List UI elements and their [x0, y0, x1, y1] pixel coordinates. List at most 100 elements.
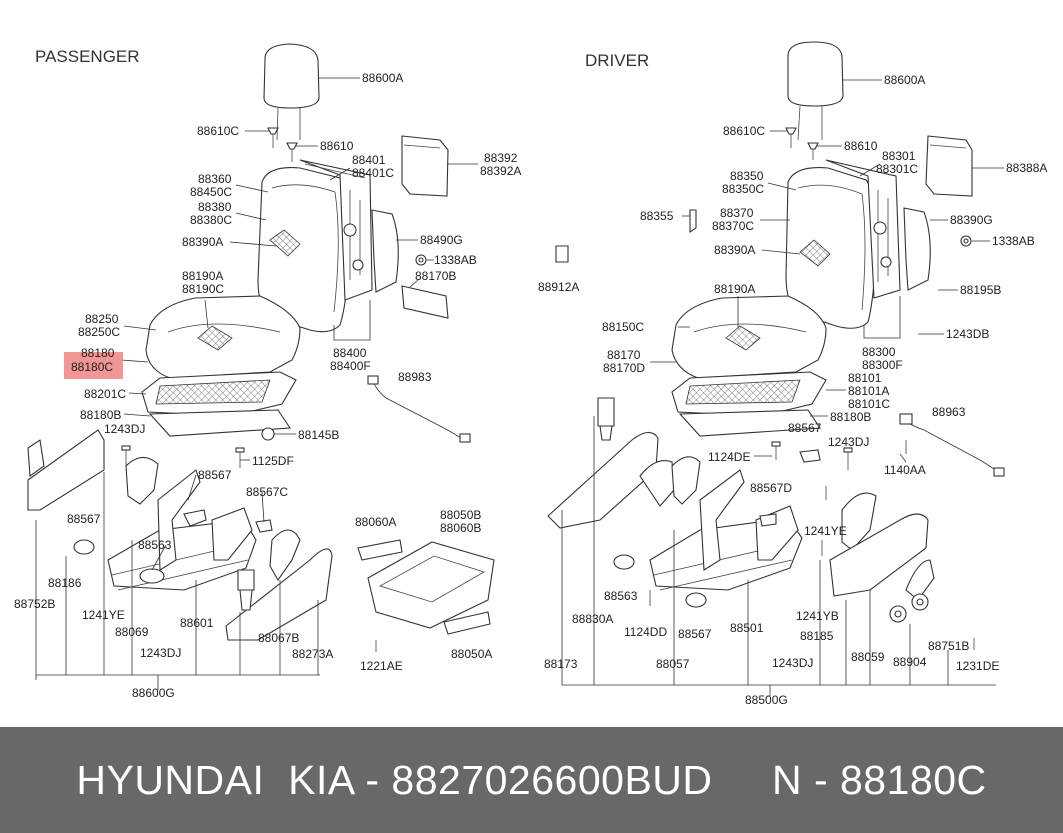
passenger-back-cover: [371, 209, 399, 293]
part-label: 88145B: [298, 428, 339, 442]
footer-banner: HYUNDAI KIA - 8827026600BUD N - 88180C: [0, 727, 1063, 833]
part-label: 88060B: [440, 521, 481, 535]
part-label: 88355: [640, 209, 674, 223]
part-label: 88400F: [330, 359, 371, 373]
part-label: 88195B: [960, 283, 1001, 297]
part-label: 88101C: [848, 397, 890, 411]
part-label: 88185: [800, 629, 834, 643]
part-label: 88069: [115, 625, 149, 639]
part-label: 88567: [198, 468, 232, 482]
driver-headrest: [787, 41, 844, 107]
part-label: 1243DJ: [140, 646, 181, 660]
passenger-storage-tray: [367, 541, 495, 629]
driver-cushion-heater-pad: [725, 325, 761, 351]
part-label: 88600G: [132, 686, 175, 700]
part-label: 88370C: [712, 219, 754, 233]
part-label: 1338AB: [434, 253, 477, 267]
part-label: 88600A: [884, 73, 925, 87]
part-label: 88301C: [876, 162, 918, 176]
part-label: 88450C: [190, 185, 232, 199]
part-label: 88600A: [362, 71, 403, 85]
part-label: 88190A: [182, 269, 223, 283]
part-label: 88250: [85, 312, 119, 326]
driver-drawing: [547, 41, 1005, 696]
driver-back-heater-pad: [799, 239, 831, 267]
part-label: 88170: [607, 348, 641, 362]
part-label: 88350: [730, 169, 764, 183]
part-label: 1243DB: [946, 327, 989, 341]
part-label: 88567: [788, 421, 822, 435]
passenger-side-shield: [27, 429, 105, 511]
part-label: 88752B: [14, 597, 55, 611]
part-label: 88401: [352, 153, 386, 167]
highlight-88180c: [64, 352, 123, 379]
part-label: 88912A: [538, 280, 579, 294]
part-label: 88060A: [355, 515, 396, 529]
driver-inner-side-shield: [547, 431, 659, 529]
part-label: 88180: [81, 346, 115, 360]
passenger-drawing: [27, 43, 495, 690]
part-label: 1241YE: [804, 524, 847, 538]
part-label: 88190C: [182, 282, 224, 296]
passenger-back-board: [401, 135, 449, 197]
part-label: 88360: [198, 172, 232, 186]
seat-parts-diagram: PASSENGER DRIVER: [14, 41, 1047, 707]
part-label: 88050A: [451, 647, 492, 661]
part-label: 88751B: [928, 639, 969, 653]
part-label: 88050B: [440, 508, 481, 522]
part-label: 88170B: [415, 269, 456, 283]
part-label: 88390A: [714, 243, 755, 257]
driver-leader-lines: [650, 79, 1004, 463]
part-label: 1124DE: [708, 450, 750, 464]
part-label: 88400: [333, 346, 367, 360]
part-label: 88101: [848, 371, 882, 385]
part-label: 88173: [544, 657, 578, 671]
part-label: 88380: [198, 200, 232, 214]
part-label: 1125DF: [252, 454, 294, 468]
part-label: 88350C: [722, 182, 764, 196]
part-label: 1243DJ: [828, 435, 869, 449]
part-label: 88388A: [1006, 161, 1047, 175]
part-label: 88390G: [950, 213, 993, 227]
part-label: 1221AE: [360, 659, 403, 673]
driver-back-board: [925, 135, 973, 197]
part-label: 88392A: [480, 164, 521, 178]
part-label: 88201C: [84, 387, 126, 401]
part-label: 88273A: [292, 647, 333, 661]
driver-part-labels: 88600A 88610C 88610 88301 88301C 88388A …: [538, 73, 1047, 707]
part-label: 88401C: [352, 166, 394, 180]
part-label: 88301: [882, 149, 916, 163]
part-label: 1241YE: [82, 608, 125, 622]
part-label: 88567C: [246, 485, 288, 499]
part-label: 88567: [678, 627, 712, 641]
passenger-back-heater-pad: [269, 229, 301, 257]
part-label: 88904: [893, 655, 927, 669]
part-label: 88610C: [723, 124, 765, 138]
driver-outer-side-shield: [829, 513, 929, 597]
part-label: 88567D: [750, 481, 792, 495]
part-label: 88500G: [745, 693, 788, 707]
part-label: 88059: [851, 650, 885, 664]
part-label: 88180B: [830, 410, 871, 424]
part-label: 88392: [484, 151, 518, 165]
part-label: 88501: [730, 621, 764, 635]
driver-section-title: DRIVER: [585, 51, 649, 70]
part-label: 88963: [932, 405, 966, 419]
part-label: 1338AB: [992, 234, 1035, 248]
part-label: 88250C: [78, 325, 120, 339]
part-label: 88180B: [80, 408, 121, 422]
part-label: 88610C: [197, 124, 239, 138]
part-label: 88186: [48, 576, 82, 590]
passenger-part-labels: 88600A 88610C 88610 88401 88401C 88392 8…: [14, 71, 521, 700]
part-label: 1231DE: [956, 659, 999, 673]
part-label: 88567: [67, 512, 101, 526]
part-label: 88563: [138, 538, 172, 552]
part-label: 1243DJ: [104, 422, 145, 436]
passenger-section-title: PASSENGER: [35, 47, 140, 66]
part-label: 88490G: [420, 233, 463, 247]
part-label: 88610: [844, 139, 878, 153]
part-label: 1241YB: [796, 609, 839, 623]
part-label: 88150C: [602, 320, 644, 334]
part-label: 1243DJ: [772, 656, 813, 670]
part-label: 88101A: [848, 384, 889, 398]
